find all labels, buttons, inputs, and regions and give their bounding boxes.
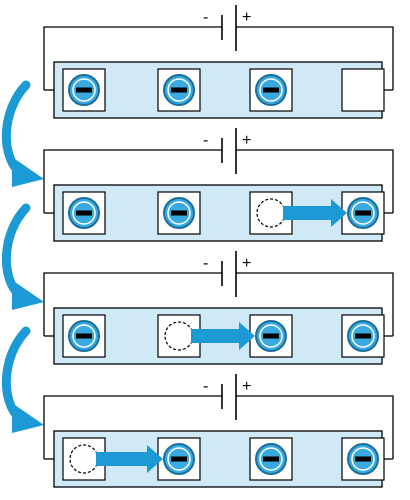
curved-arrow-body <box>1 326 31 424</box>
circuit-wire <box>43 272 394 336</box>
minus-sign-icon <box>355 456 371 462</box>
minus-sign-icon <box>76 333 92 339</box>
battery-positive-label: + <box>242 132 251 149</box>
curved-arrow-body <box>1 80 31 178</box>
minus-sign-icon <box>171 210 187 216</box>
minus-sign-icon <box>76 210 92 216</box>
minus-sign-icon <box>171 456 187 462</box>
battery-positive-label: + <box>242 378 251 395</box>
battery-negative-label: - <box>203 255 208 272</box>
ion-hop-arrow <box>191 322 255 350</box>
ion-hop-arrow <box>283 199 347 227</box>
battery-negative-label: - <box>203 378 208 395</box>
minus-sign-icon <box>263 87 279 93</box>
battery-negative-label: - <box>203 9 208 26</box>
curved-arrow-head-icon <box>12 157 44 187</box>
minus-sign-icon <box>263 456 279 462</box>
stage-1: -+ <box>43 5 394 119</box>
curved-arrow-head-icon <box>12 403 44 433</box>
minus-sign-icon <box>76 87 92 93</box>
curved-arrow-body <box>1 203 31 301</box>
battery-positive-label: + <box>242 255 251 272</box>
lattice-site <box>341 68 385 112</box>
stage-transition-arrow <box>1 326 44 433</box>
battery-negative-label: - <box>203 132 208 149</box>
conductor-strip <box>53 61 383 119</box>
stage-transition-arrow <box>1 80 44 187</box>
circuit-wire <box>43 149 394 213</box>
minus-sign-icon <box>355 210 371 216</box>
minus-sign-icon <box>171 87 187 93</box>
circuit-wire <box>43 26 394 90</box>
stage-2: -+ <box>43 128 394 242</box>
stage-3: -+ <box>43 251 394 365</box>
minus-sign-icon <box>263 333 279 339</box>
ion-hop-arrow <box>96 445 163 473</box>
circuit-wire <box>43 395 394 459</box>
stage-transition-arrow <box>1 203 44 310</box>
battery-positive-label: + <box>242 9 251 26</box>
curved-arrow-head-icon <box>12 280 44 310</box>
minus-sign-icon <box>355 333 371 339</box>
stage-4: -+ <box>43 374 394 488</box>
